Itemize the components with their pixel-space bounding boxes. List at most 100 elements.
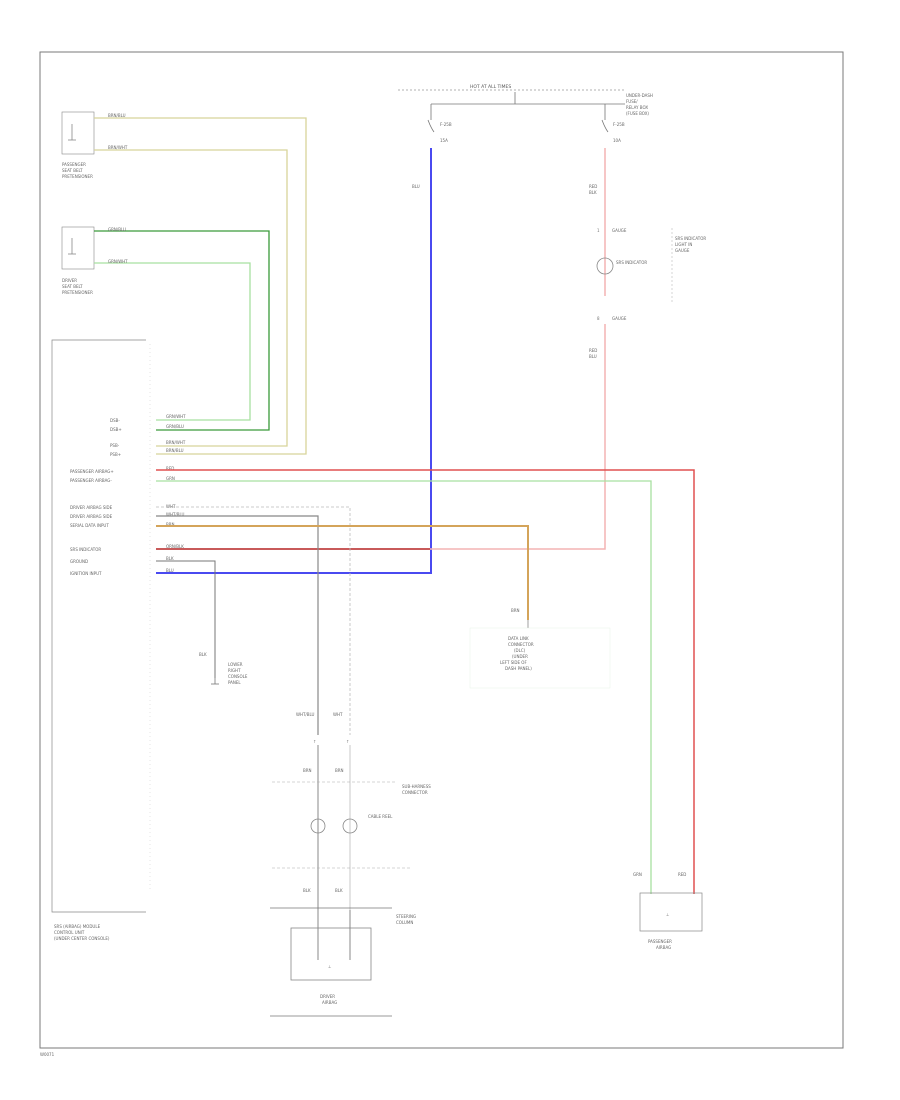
wire-blu-ignition — [156, 148, 432, 574]
passenger-seat-belt-pretensioner: PASSENGER SEAT BELT PRETENSIONER — [61, 111, 95, 179]
svg-text:GRN/BLU: GRN/BLU — [108, 227, 126, 232]
svg-text:CONNECTOR: CONNECTOR — [402, 790, 428, 795]
svg-text:SEAT BELT: SEAT BELT — [62, 168, 83, 173]
bulb-icon — [596, 257, 614, 275]
svg-text:UNDER-DASH: UNDER-DASH — [626, 93, 653, 98]
svg-text:PASSENGER AIRBAG+: PASSENGER AIRBAG+ — [70, 469, 114, 474]
svg-text:LIGHT IN: LIGHT IN — [675, 242, 692, 247]
svg-text:BLU: BLU — [166, 568, 174, 573]
svg-text:DASH PANEL): DASH PANEL) — [505, 666, 532, 671]
svg-text:⊥: ⊥ — [666, 912, 670, 917]
wire-wht-driver — [156, 506, 351, 735]
wire-driver-grn-blu — [94, 230, 270, 431]
svg-text:GRN/BLU: GRN/BLU — [166, 424, 184, 429]
wire-passenger-brn-blu — [94, 117, 307, 455]
svg-text:AIRBAG: AIRBAG — [656, 945, 671, 950]
svg-text:SRS (AIRBAG) MODULE: SRS (AIRBAG) MODULE — [54, 924, 101, 929]
svg-text:GRN: GRN — [633, 872, 642, 877]
svg-text:WHT/BLU: WHT/BLU — [166, 512, 185, 517]
svg-text:BLK: BLK — [335, 888, 343, 893]
svg-text:BRN: BRN — [335, 768, 344, 773]
sub-harness-connector: ↑ ↑ SUB-HARNESS CONNECTOR BRN BRN — [272, 739, 431, 910]
svg-text:(DLC): (DLC) — [514, 648, 526, 653]
svg-text:15A: 15A — [440, 138, 448, 143]
svg-text:LEFT SIDE OF: LEFT SIDE OF — [500, 660, 527, 665]
svg-text:GAUGE: GAUGE — [612, 228, 627, 233]
wire-red-passenger-airbag — [156, 469, 695, 894]
ground-point: LOWER RIGHT CONSOLE PANEL — [211, 662, 248, 685]
hot-at-all-times-label: HOT AT ALL TIMES — [470, 84, 511, 90]
svg-text:GROUND: GROUND — [70, 559, 88, 564]
svg-text:10A: 10A — [613, 138, 621, 143]
fuse-right: F-25B 10A — [601, 104, 625, 143]
svg-text:RED: RED — [589, 348, 597, 353]
svg-text:CABLE REEL: CABLE REEL — [368, 814, 393, 819]
svg-text:PSB-: PSB- — [110, 443, 120, 448]
svg-text:BLK: BLK — [199, 652, 207, 657]
wire-passenger-brn-wht — [94, 149, 288, 447]
svg-text:F-25B: F-25B — [440, 122, 452, 127]
svg-text:WHT: WHT — [333, 712, 343, 717]
svg-text:BRN/WHT: BRN/WHT — [166, 440, 186, 445]
underhood-fuse-box-label: UNDER-DASH FUSE/ RELAY BOX (FUSE BOX) — [626, 93, 653, 116]
svg-text:FUSE/: FUSE/ — [626, 99, 638, 104]
fuse-left: F-25B 15A — [427, 104, 452, 143]
svg-text:DSB-: DSB- — [110, 418, 120, 423]
svg-text:CONSOLE: CONSOLE — [228, 674, 248, 679]
svg-text:RELAY BOX: RELAY BOX — [626, 105, 648, 110]
svg-text:BRN: BRN — [303, 768, 312, 773]
svg-text:STEERING: STEERING — [396, 914, 416, 919]
svg-text:PSB+: PSB+ — [110, 452, 121, 457]
svg-text:ORN/BLK: ORN/BLK — [166, 544, 184, 549]
power-bus: HOT AT ALL TIMES — [398, 84, 625, 105]
svg-text:GRN: GRN — [166, 476, 175, 481]
svg-text:PRETENSIONER: PRETENSIONER — [62, 174, 93, 179]
svg-text:BLU: BLU — [589, 354, 597, 359]
svg-text:RIGHT: RIGHT — [228, 668, 241, 673]
svg-text:(FUSE BOX): (FUSE BOX) — [626, 111, 649, 116]
wire-wht-blu-driver — [156, 515, 319, 735]
svg-text:DRIVER AIRBAG SIDE: DRIVER AIRBAG SIDE — [70, 505, 113, 510]
svg-text:BRN: BRN — [166, 522, 175, 527]
svg-text:1: 1 — [597, 228, 600, 233]
svg-text:8: 8 — [597, 316, 600, 321]
svg-text:↑: ↑ — [313, 739, 316, 744]
svg-text:PRETENSIONER: PRETENSIONER — [62, 290, 93, 295]
svg-text:SEAT BELT: SEAT BELT — [62, 284, 83, 289]
svg-text:SRS INDICATOR: SRS INDICATOR — [70, 547, 101, 552]
svg-text:DRIVER AIRBAG SIDE: DRIVER AIRBAG SIDE — [70, 514, 113, 519]
svg-text:SRS INDICATOR: SRS INDICATOR — [675, 236, 706, 241]
svg-text:SRS INDICATOR: SRS INDICATOR — [616, 260, 647, 265]
svg-text:WHT/BLU: WHT/BLU — [296, 712, 315, 717]
wire-orn-blk-indicator — [156, 324, 606, 550]
svg-text:SERIAL DATA INPUT: SERIAL DATA INPUT — [70, 523, 109, 528]
svg-text:PASSENGER AIRBAG-: PASSENGER AIRBAG- — [70, 478, 112, 483]
svg-text:BLK: BLK — [589, 190, 597, 195]
driver-airbag: ⊥ DRIVER AIRBAG — [290, 910, 372, 1005]
srs-pin-wire-labels: GRN/WHT GRN/BLU BRN/WHT BRN/BLU RED GRN … — [166, 414, 186, 573]
svg-text:GAUGE: GAUGE — [675, 248, 690, 253]
passenger-airbag: ⊥ PASSENGER AIRBAG — [639, 892, 703, 950]
svg-text:WHT: WHT — [166, 504, 176, 509]
svg-text:PASSENGER: PASSENGER — [648, 939, 672, 944]
svg-text:AIRBAG: AIRBAG — [322, 1000, 337, 1005]
svg-text:RED: RED — [678, 872, 686, 877]
svg-text:DATA LINK: DATA LINK — [508, 636, 529, 641]
svg-text:SUB-HARNESS: SUB-HARNESS — [402, 784, 431, 789]
svg-text:CONTROL UNIT: CONTROL UNIT — [54, 930, 85, 935]
svg-text:GRN/WHT: GRN/WHT — [108, 259, 128, 264]
wire-grn-passenger-airbag — [156, 480, 652, 894]
svg-text:(UNDER CENTER CONSOLE): (UNDER CENTER CONSOLE) — [54, 936, 110, 941]
svg-text:DRIVER: DRIVER — [320, 994, 335, 999]
svg-text:RED: RED — [589, 184, 597, 189]
steering-column: STEERING COLUMN — [270, 907, 416, 1017]
svg-text:(UNDER: (UNDER — [512, 654, 528, 659]
svg-text:RED: RED — [166, 466, 174, 471]
svg-text:BRN/WHT: BRN/WHT — [108, 145, 128, 150]
svg-text:DRIVER: DRIVER — [62, 278, 77, 283]
svg-text:F-25B: F-25B — [613, 122, 625, 127]
svg-text:PANEL: PANEL — [228, 680, 241, 685]
svg-text:PASSENGER: PASSENGER — [62, 162, 86, 167]
svg-text:GRN/WHT: GRN/WHT — [166, 414, 186, 419]
svg-text:↑: ↑ — [346, 739, 349, 744]
